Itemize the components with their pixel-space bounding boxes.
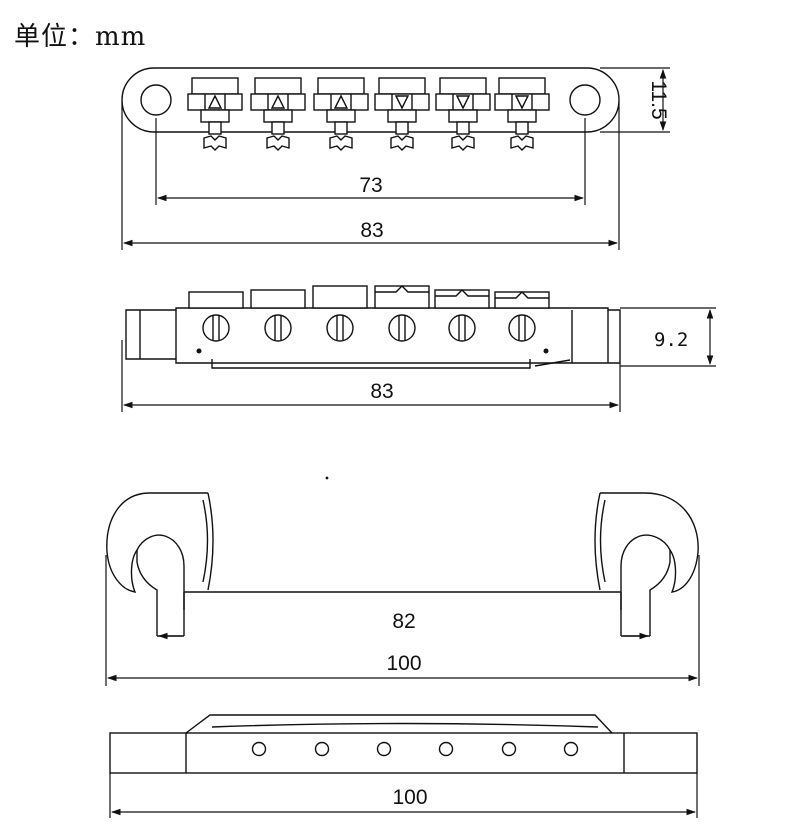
saddle-top-4 bbox=[374, 77, 430, 151]
saddle-top-5 bbox=[435, 77, 491, 151]
string-hole-5 bbox=[501, 741, 517, 757]
dimension-100-top: 100 bbox=[386, 652, 421, 675]
bridge-top-outline bbox=[121, 67, 620, 133]
dimension-83-front: 83 bbox=[370, 380, 393, 403]
string-hole-1 bbox=[251, 741, 267, 757]
saddle-top-1 bbox=[187, 77, 243, 151]
bridge-front-dimensions: 83 9.2 bbox=[121, 307, 716, 412]
tailpiece-front-crown bbox=[185, 714, 613, 734]
bridge-front-body bbox=[125, 307, 621, 364]
saddle-front-4 bbox=[374, 285, 430, 342]
tailpiece-front-view bbox=[109, 714, 698, 774]
dimension-83-top: 83 bbox=[360, 219, 383, 242]
saddle-group-front bbox=[188, 285, 550, 342]
bridge-top-dimensions: 73 83 11.5 bbox=[121, 67, 670, 250]
string-hole-3 bbox=[376, 741, 392, 757]
left-post-hole bbox=[140, 84, 172, 116]
saddle-top-3 bbox=[313, 77, 369, 151]
string-hole-group bbox=[251, 741, 579, 757]
string-hole-6 bbox=[563, 741, 579, 757]
right-post-hole bbox=[569, 84, 601, 116]
string-hole-4 bbox=[438, 741, 454, 757]
saddle-group-top bbox=[187, 77, 550, 151]
unit-label: 单位：mm bbox=[14, 22, 147, 52]
saddle-top-6 bbox=[494, 77, 550, 151]
tailpiece-left-curve bbox=[207, 492, 214, 591]
dimension-73: 73 bbox=[359, 174, 382, 197]
dimension-100-front: 100 bbox=[392, 786, 427, 809]
string-hole-2 bbox=[314, 741, 330, 757]
tailpiece-top-dimensions: 82 100 bbox=[105, 555, 700, 686]
saddle-front-6 bbox=[494, 291, 550, 342]
tailpiece-right-curve bbox=[594, 492, 601, 591]
tailpiece-front-dimensions: 100 bbox=[109, 773, 698, 818]
bridge-top-view bbox=[121, 67, 620, 151]
saddle-front-2 bbox=[250, 289, 306, 342]
dimension-9-2: 9.2 bbox=[654, 329, 688, 351]
saddle-front-5 bbox=[434, 289, 490, 342]
saddle-front-3 bbox=[312, 285, 368, 342]
dimension-82: 82 bbox=[392, 610, 415, 633]
tailpiece-top-view bbox=[106, 476, 699, 637]
saddle-top-2 bbox=[250, 77, 306, 151]
saddle-front-1 bbox=[188, 291, 244, 342]
dimension-11-5: 11.5 bbox=[647, 80, 670, 119]
bridge-front-view bbox=[125, 285, 621, 369]
tailpiece-front-body bbox=[109, 732, 698, 774]
left-stud-hook bbox=[106, 492, 208, 610]
right-stud-hook bbox=[600, 492, 699, 610]
